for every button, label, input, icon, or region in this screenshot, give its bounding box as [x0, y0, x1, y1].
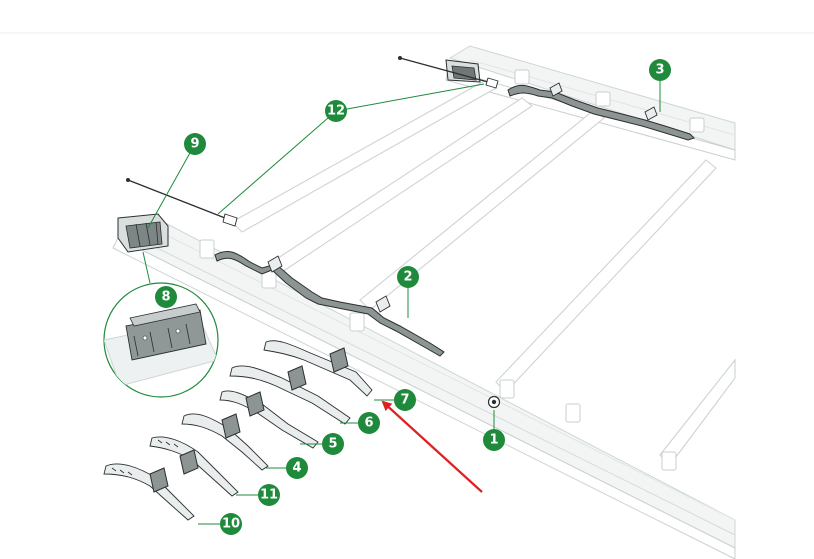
detail-zoom-8: [103, 251, 219, 398]
svg-text:12: 12: [327, 104, 345, 119]
callout-3: 3: [649, 59, 671, 81]
svg-text:3: 3: [655, 63, 664, 78]
back-rail: [445, 45, 736, 161]
callout-7: 7: [394, 389, 416, 411]
red-arrow-icon: [381, 400, 483, 493]
arm-part-10: [103, 463, 195, 521]
callout-8: 8: [155, 286, 177, 308]
svg-text:7: 7: [400, 393, 409, 408]
callout-12: 12: [325, 100, 347, 122]
front-tension-link-2: [214, 251, 445, 357]
svg-text:6: 6: [364, 416, 373, 431]
svg-text:10: 10: [222, 517, 240, 532]
rear-tension-link-3: [507, 82, 695, 141]
arm-part-5: [219, 390, 319, 449]
callout-1: 1: [483, 429, 505, 451]
front-clamp-block-9: [117, 178, 238, 253]
arm-part-4: [181, 413, 269, 471]
svg-text:5: 5: [328, 437, 337, 452]
front-rail: [112, 214, 736, 559]
svg-text:11: 11: [260, 488, 278, 503]
bolt-part-1: [487, 395, 501, 409]
rear-clamp-block: [398, 56, 499, 89]
arm-part-7: [263, 340, 373, 397]
svg-text:9: 9: [190, 137, 199, 152]
arm-part-6: [229, 365, 351, 425]
callout-9: 9: [184, 133, 206, 155]
roof-bows: [231, 79, 736, 466]
rail-brackets: [199, 69, 705, 471]
callout-6: 6: [358, 412, 380, 434]
callout-11: 11: [258, 484, 280, 506]
svg-text:8: 8: [161, 290, 170, 305]
svg-text:2: 2: [403, 270, 412, 285]
callout-4: 4: [286, 457, 308, 479]
callout-10: 10: [220, 513, 242, 535]
arm-part-11: [149, 436, 239, 497]
svg-text:1: 1: [489, 433, 498, 448]
callout-2: 2: [397, 266, 419, 288]
svg-text:4: 4: [292, 461, 301, 476]
callout-5: 5: [322, 433, 344, 455]
